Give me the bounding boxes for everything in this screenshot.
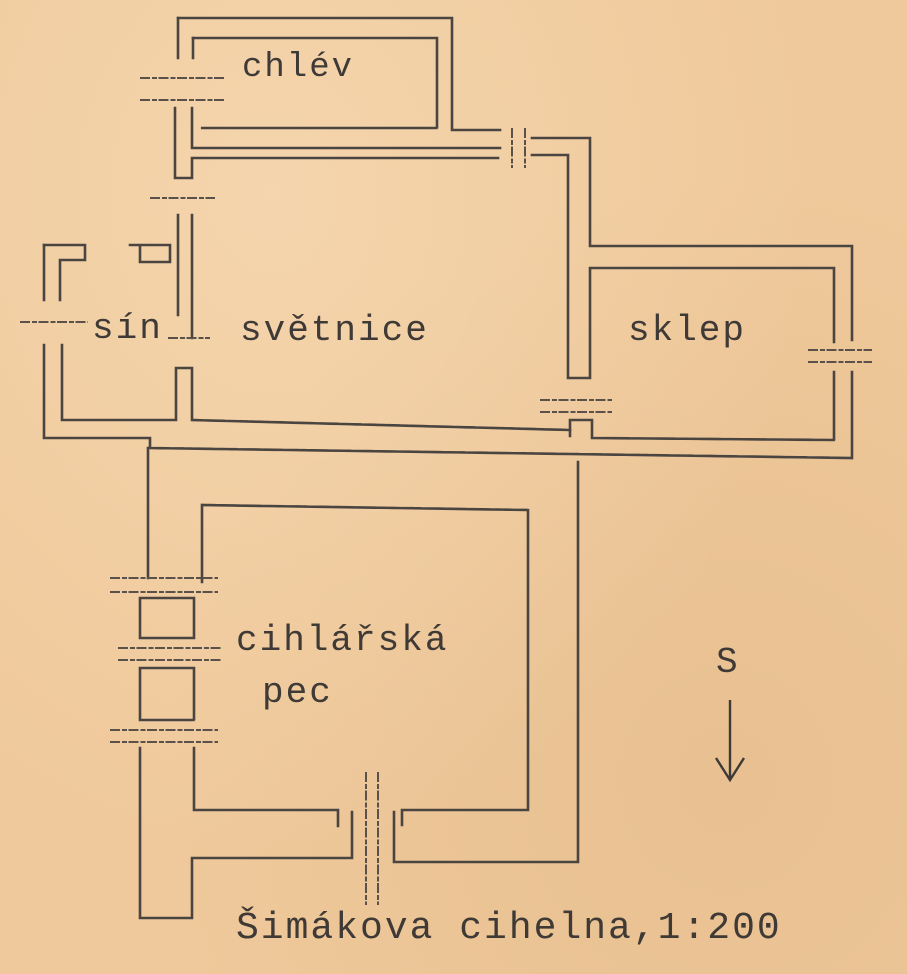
chlev-walls (140, 16, 526, 180)
label-pec: pec (262, 672, 333, 713)
label-sin: sín (92, 308, 163, 349)
label-sklep: sklep (628, 310, 746, 351)
label-north: S (716, 642, 740, 683)
pec-walls (110, 446, 580, 920)
sin-svetnice-walls (20, 197, 854, 460)
label-cihlarska: cihlářská (236, 620, 448, 661)
label-svetnice: světnice (240, 310, 429, 351)
label-chlev: chlév (242, 49, 354, 87)
north-arrow (714, 700, 746, 783)
caption: Šimákova cihelna,1:200 (236, 905, 782, 950)
sklep-walls (530, 136, 872, 460)
